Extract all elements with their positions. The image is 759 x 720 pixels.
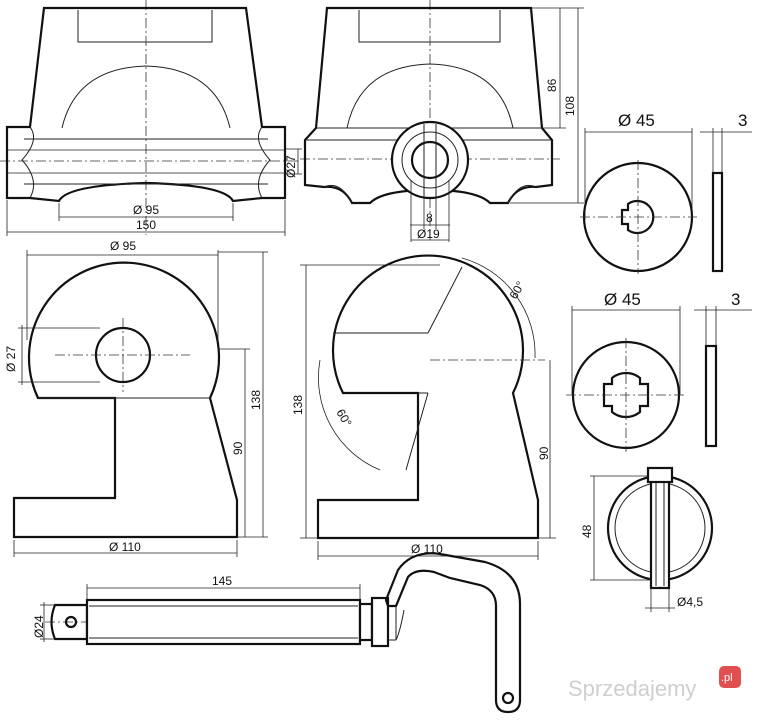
bracket-left: Ø 95 Ø 27 138 90 Ø 110 <box>4 239 268 557</box>
dim-pin-48: 48 <box>580 524 594 538</box>
dim-bracket1-d27: Ø 27 <box>4 346 18 372</box>
dim-front-d95: Ø 95 <box>133 203 159 217</box>
dim-front-d27: Ø27 <box>284 155 298 178</box>
dim-washer2-thickness: 3 <box>731 290 740 309</box>
dim-bracket2-90: 90 <box>537 446 551 460</box>
washer-middle: Ø 45 3 <box>566 290 752 452</box>
watermark-suffix: .pl <box>721 672 733 684</box>
bracket-right: 138 60° 60° 90 Ø 110 <box>291 254 556 560</box>
dim-side-108: 108 <box>563 96 577 116</box>
dim-side-slot-8: 8 <box>426 211 433 225</box>
dim-bracket2-angle-top: 60° <box>506 279 527 302</box>
dim-bracket2-angle-bottom: 60° <box>333 407 354 430</box>
watermark: Sprzedajemy .pl <box>568 666 741 701</box>
side-view: 86 108 8 Ø19 <box>300 0 584 242</box>
dim-washer1-thickness: 3 <box>738 111 747 130</box>
ring-pin: 48 Ø4,5 <box>580 466 714 612</box>
crank-handle: 145 Ø24 <box>32 552 522 714</box>
watermark-badge <box>719 666 741 688</box>
dim-washer2-d45: Ø 45 <box>604 290 641 309</box>
dim-bracket2-138: 138 <box>291 395 305 415</box>
dim-side-d19: Ø19 <box>417 227 440 241</box>
dim-bracket1-138: 138 <box>249 390 263 410</box>
watermark-text: Sprzedajemy <box>568 676 696 701</box>
washer-top: Ø 45 3 <box>580 111 752 274</box>
dim-bracket1-d110: Ø 110 <box>109 540 141 554</box>
dim-bracket1-90: 90 <box>231 441 245 455</box>
front-view: Ø 95 150 Ø27 <box>0 0 302 236</box>
dim-washer1-d45: Ø 45 <box>618 111 655 130</box>
dim-pin-d45: Ø4,5 <box>677 595 703 609</box>
dim-handle-145: 145 <box>212 574 232 588</box>
dim-handle-d24: Ø24 <box>32 615 46 638</box>
dim-front-150: 150 <box>136 218 156 232</box>
dim-side-86: 86 <box>545 78 559 92</box>
dim-bracket1-d95: Ø 95 <box>110 239 136 253</box>
